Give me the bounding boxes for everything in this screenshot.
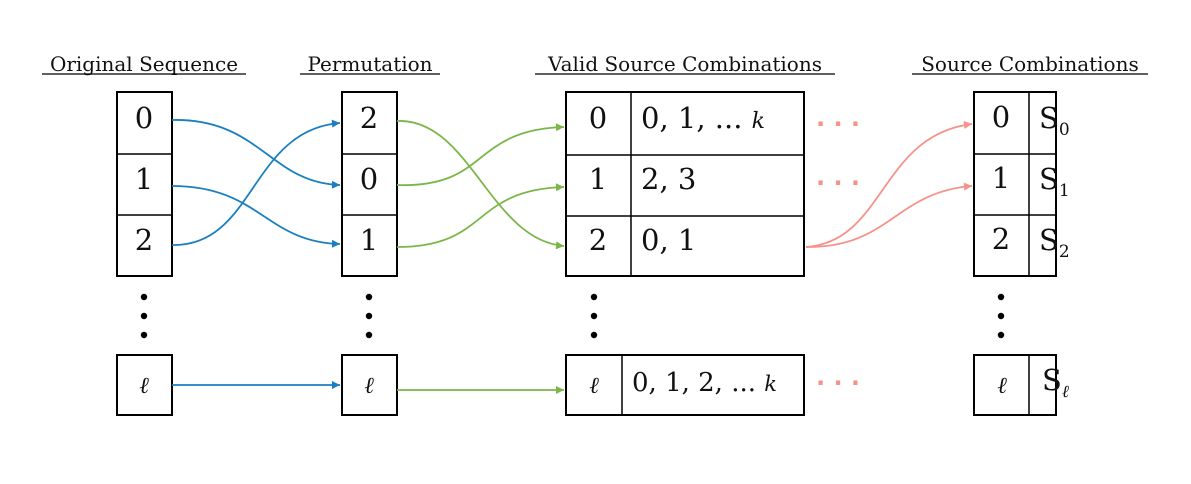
source-table-last-box: [973, 354, 1057, 416]
permutation-cell-1: 0: [360, 162, 378, 196]
source-combinations-column: 0 S0 1 S1 2 S2 ℓ Sℓ: [973, 91, 1070, 416]
source-label-2-s: S: [1039, 223, 1059, 257]
heading-source-text: Source Combinations: [921, 52, 1139, 76]
horizontal-ellipsis-row-0: · · ·: [816, 110, 860, 138]
valid-sources-last: 0, 1, 2, ... k: [632, 368, 777, 398]
valid-index-last: ℓ: [589, 373, 599, 399]
original-cell-2: 2: [135, 223, 153, 257]
original-cell-last: ℓ: [139, 373, 149, 399]
source-index-0: 0: [992, 100, 1010, 134]
original-sequence-column: 0 1 2 ℓ: [116, 91, 173, 416]
vertical-ellipsis: [140, 293, 148, 339]
valid-source-combinations-column: 0 0, 1, ... k 1 2, 3 2 0, 1 ℓ 0, 1, 2, .…: [565, 91, 805, 416]
valid-index-2: 2: [589, 223, 607, 257]
source-label-last-sub: ℓ: [1062, 382, 1069, 402]
valid-sources-1: 2, 3: [641, 162, 696, 196]
valid-sources-0-text: 0, 1, ...: [641, 101, 752, 135]
vertical-ellipsis: [590, 293, 598, 339]
green-arrows: [396, 120, 565, 394]
permutation-last-box: [341, 354, 398, 416]
heading-valid-source-combinations: Valid Source Combinations: [535, 52, 835, 76]
valid-table-box: [565, 91, 805, 277]
source-label-1-sub: 1: [1059, 181, 1070, 201]
valid-index-1: 1: [589, 162, 607, 196]
vertical-ellipsis: [997, 293, 1005, 339]
heading-original-sequence-text: Original Sequence: [50, 52, 238, 76]
source-label-2-sub: 2: [1059, 242, 1070, 262]
heading-permutation: Permutation: [300, 52, 440, 76]
permutation-cell-0: 2: [360, 101, 378, 135]
vertical-ellipsis: [365, 293, 373, 339]
permutation-cell-last: ℓ: [364, 373, 374, 399]
heading-source-combinations: Source Combinations: [912, 52, 1148, 76]
horizontal-ellipsis-row-last: · · ·: [816, 369, 860, 397]
source-index-last: ℓ: [997, 373, 1007, 399]
salmon-arrows: [805, 120, 973, 248]
valid-table-last-box: [565, 354, 805, 416]
source-label-last: Sℓ: [1042, 363, 1069, 402]
arrow-perm-1-to-valid-0: [396, 123, 565, 186]
horizontal-ellipsis-row-1: · · ·: [816, 169, 860, 197]
arrow-perm-0-to-valid-2: [396, 120, 565, 250]
arrow-valid-2-to-source-1: [805, 182, 973, 248]
source-label-0: S0: [1039, 101, 1070, 140]
permutation-box: [341, 91, 398, 277]
source-label-1: S1: [1039, 162, 1070, 201]
heading-original-sequence: Original Sequence: [42, 52, 246, 76]
heading-permutation-text: Permutation: [307, 52, 432, 76]
permutation-column: 2 0 1 ℓ: [341, 91, 398, 416]
source-label-2: S2: [1039, 223, 1070, 262]
valid-sources-last-text: 0, 1, 2, ...: [632, 368, 764, 398]
source-index-1: 1: [992, 161, 1010, 195]
source-label-last-s: S: [1042, 363, 1062, 397]
arrow-perm-2-to-valid-1: [396, 183, 565, 248]
source-label-1-s: S: [1039, 162, 1059, 196]
permutation-cell-2: 1: [360, 223, 378, 257]
source-label-0-s: S: [1039, 101, 1059, 135]
source-table-box: [973, 91, 1057, 277]
valid-sources-0: 0, 1, ... k: [641, 101, 765, 135]
heading-valid-text: Valid Source Combinations: [547, 52, 822, 76]
original-sequence-box: [116, 91, 173, 277]
arrow-valid-2-to-source-0: [805, 120, 973, 248]
blue-arrows: [171, 119, 341, 389]
valid-sources-2: 0, 1: [641, 223, 696, 257]
source-label-0-sub: 0: [1059, 120, 1070, 140]
arrow-original-0-to-perm-1: [171, 119, 341, 189]
valid-sources-last-k: k: [764, 372, 777, 396]
original-cell-0: 0: [135, 101, 153, 135]
valid-index-0: 0: [589, 101, 607, 135]
source-index-2: 2: [992, 222, 1010, 256]
arrow-original-1-to-perm-2: [171, 185, 341, 248]
arrow-original-2-to-perm-0: [171, 119, 341, 246]
original-cell-1: 1: [135, 162, 153, 196]
valid-sources-0-last: k: [752, 109, 765, 134]
